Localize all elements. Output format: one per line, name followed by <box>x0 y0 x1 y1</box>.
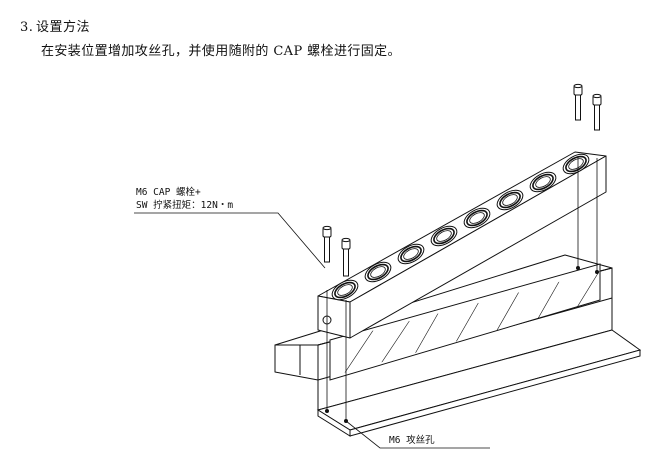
tapped-hole-callout: M6 攻丝孔 <box>389 435 435 446</box>
manifold-long-face <box>349 155 607 339</box>
cap-bolt <box>592 93 602 131</box>
manifold-port <box>502 194 518 206</box>
tapped-holes <box>325 266 599 423</box>
bolt-callout-line2: SW 拧紧扭矩：12N・m <box>136 200 234 211</box>
hole-leader <box>345 420 490 449</box>
bolt-callout: M6 CAP 螺栓+ SW 拧紧扭矩：12N・m <box>136 186 233 212</box>
alignment-lines <box>326 156 598 420</box>
manifold-port <box>436 230 452 242</box>
manifold-port <box>403 248 419 260</box>
manifold-front-face <box>317 295 351 339</box>
cap-bolt <box>341 237 351 277</box>
mount-plate <box>316 267 642 437</box>
base-left-face <box>274 344 319 381</box>
bolt-leader <box>134 212 326 269</box>
section-number: 3. <box>20 20 34 35</box>
manifold-port <box>337 284 353 296</box>
leader-lines <box>134 212 490 449</box>
cap-bolts <box>322 83 602 277</box>
manifold-port <box>469 212 485 224</box>
manifold-port <box>370 266 386 278</box>
manifold-ports <box>331 153 590 301</box>
section-heading: 3.设置方法 <box>20 16 90 35</box>
cap-bolt <box>573 83 583 121</box>
section-description: 在安装位置增加攻丝孔，并使用随附的 CAP 螺栓进行固定。 <box>41 44 401 59</box>
cap-bolt <box>322 225 332 263</box>
bolt-callout-line1: M6 CAP 螺栓+ <box>136 187 201 198</box>
section-title: 设置方法 <box>36 20 91 35</box>
manifold-port <box>535 176 551 188</box>
